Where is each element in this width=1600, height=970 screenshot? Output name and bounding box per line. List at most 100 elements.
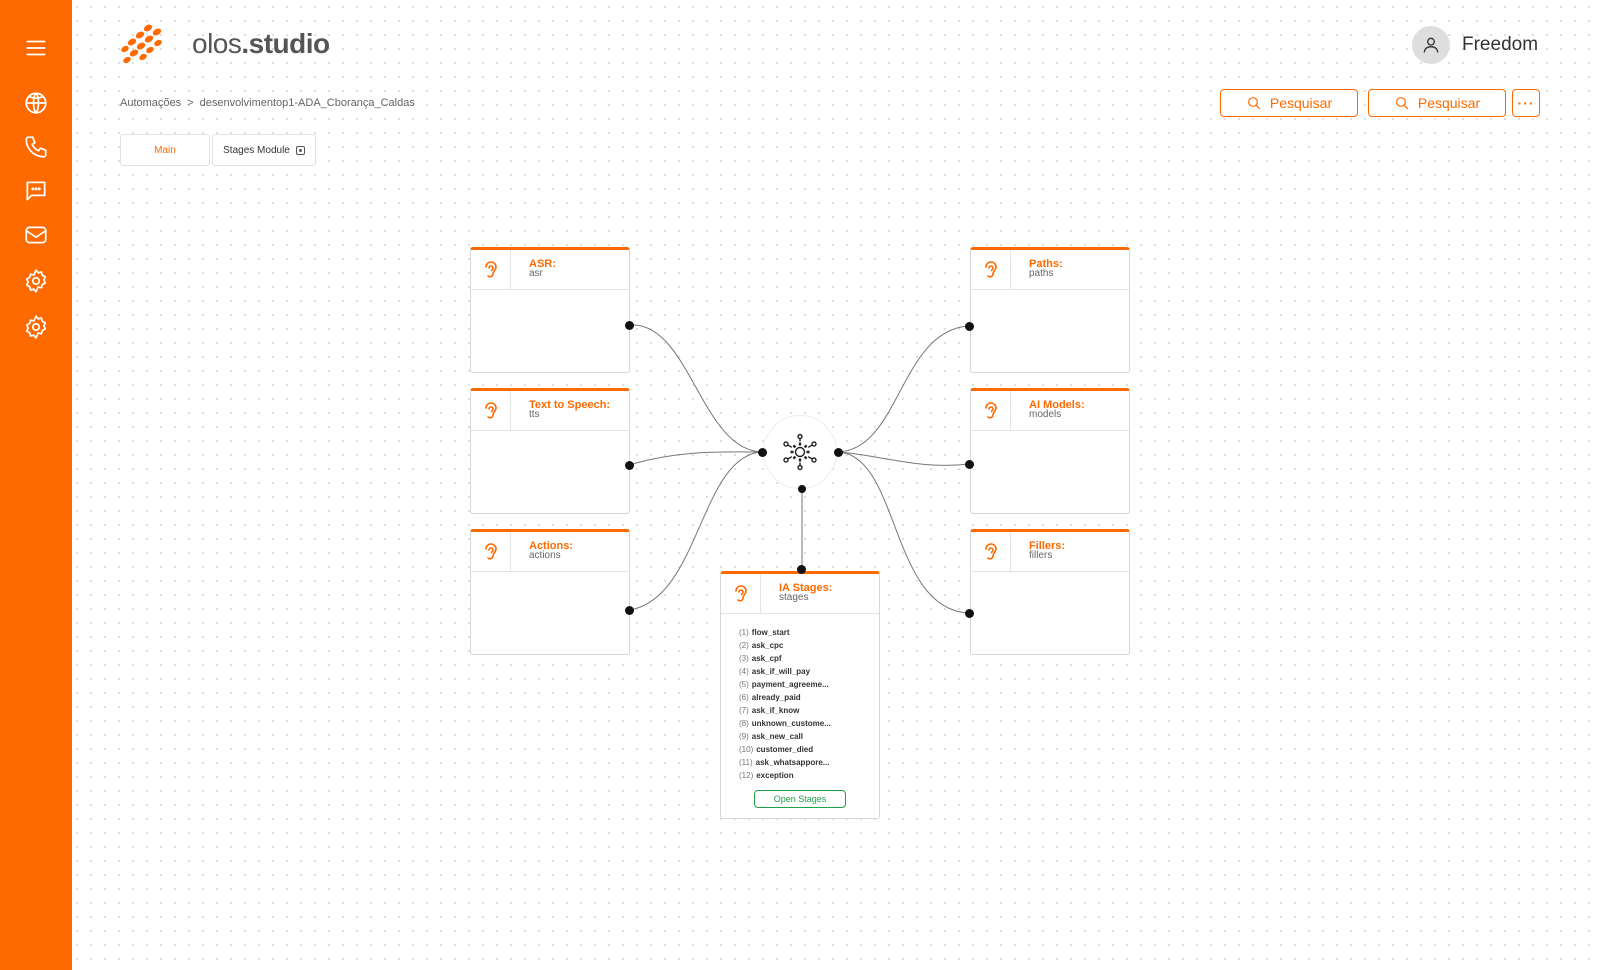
breadcrumb: Automações > desenvolvimentop1-ADA_Cbora…: [120, 97, 415, 109]
node-actions[interactable]: Actions: actions: [470, 529, 630, 655]
port-hub-bottom[interactable]: [798, 485, 806, 493]
node-ai-models[interactable]: AI Models: models: [970, 388, 1130, 514]
port-hub-left[interactable]: [758, 448, 767, 457]
port-tts-output[interactable]: [625, 461, 634, 470]
stage-index: (7): [739, 706, 749, 715]
node-fillers[interactable]: Fillers: fillers: [970, 529, 1130, 655]
node-subtitle: stages: [779, 592, 809, 603]
stage-item[interactable]: (3)ask_cpf: [739, 652, 879, 665]
node-subtitle: tts: [529, 409, 540, 420]
port-asr-output[interactable]: [625, 321, 634, 330]
user-avatar[interactable]: [1412, 26, 1450, 64]
port-stages-input[interactable]: [797, 565, 806, 574]
search-button-2-label: Pesquisar: [1417, 95, 1481, 111]
stage-index: (8): [739, 719, 749, 728]
stage-item[interactable]: (1)flow_start: [739, 626, 879, 639]
node-icon-box: [721, 574, 761, 613]
search-button-2[interactable]: Pesquisar: [1368, 89, 1506, 117]
port-models-input[interactable]: [965, 460, 974, 469]
stage-name: flow_start: [751, 628, 790, 637]
stage-name: ask_new_call: [751, 732, 803, 741]
app-logo-text: olos.studio: [192, 28, 330, 60]
tab-stages-module[interactable]: Stages Module: [212, 134, 316, 166]
search-icon: [1247, 97, 1261, 110]
mail-icon: [25, 226, 47, 244]
stage-name: payment_agreeme...: [751, 680, 829, 689]
search-button-1-label: Pesquisar: [1269, 95, 1333, 111]
node-titles: Fillers: fillers: [1011, 532, 1065, 571]
more-options-button[interactable]: ···: [1512, 89, 1540, 117]
ear-icon: [484, 260, 497, 278]
stage-index: (9): [739, 732, 749, 741]
node-icon-box: [471, 391, 511, 430]
open-stages-button[interactable]: Open Stages: [754, 790, 846, 808]
stage-item[interactable]: (5)payment_agreeme...: [739, 678, 879, 691]
node-subtitle: models: [1029, 409, 1062, 420]
stage-index: (12): [739, 771, 754, 780]
ear-icon: [984, 401, 997, 419]
stage-item[interactable]: (9)ask_new_call: [739, 730, 879, 743]
stage-item[interactable]: (7)ask_if_know: [739, 704, 879, 717]
node-titles: Paths: paths: [1011, 250, 1063, 289]
menu-button[interactable]: [14, 29, 58, 67]
wire-asr: [628, 324, 763, 453]
stage-index: (1): [739, 628, 749, 637]
stage-name: ask_if_know: [751, 706, 800, 715]
logo-suffix: .studio: [241, 28, 330, 59]
stage-item[interactable]: (11)ask_whatsappore...: [739, 756, 879, 769]
node-header: ASR: asr: [471, 250, 629, 290]
sidebar-item-globe[interactable]: [14, 84, 58, 122]
menu-icon: [26, 40, 46, 56]
stage-item[interactable]: (2)ask_cpc: [739, 639, 879, 652]
stage-item[interactable]: (6)already_paid: [739, 691, 879, 704]
stage-list: (1)flow_start(2)ask_cpc(3)ask_cpf(4)ask_…: [721, 614, 879, 782]
stage-name: exception: [756, 771, 794, 780]
node-title: Fillers:: [1029, 540, 1066, 552]
central-hub-node[interactable]: [763, 415, 837, 489]
stage-name: ask_whatsappore...: [755, 758, 830, 767]
user-name[interactable]: Freedom: [1462, 34, 1539, 55]
network-gear-icon: [783, 433, 817, 471]
node-title: ASR:: [529, 258, 556, 270]
stage-item[interactable]: (8)unknown_custome...: [739, 717, 879, 730]
ear-icon: [984, 260, 997, 278]
stage-name: already_paid: [751, 693, 801, 702]
port-actions-output[interactable]: [625, 606, 634, 615]
node-title: IA Stages:: [779, 582, 833, 594]
stage-item[interactable]: (12)exception: [739, 769, 879, 782]
node-titles: Text to Speech: tts: [511, 391, 610, 430]
node-icon-box: [971, 391, 1011, 430]
stage-item[interactable]: (4)ask_if_will_pay: [739, 665, 879, 678]
node-ia-stages[interactable]: IA Stages: stages (1)flow_start(2)ask_cp…: [720, 571, 880, 819]
port-fillers-input[interactable]: [965, 609, 974, 618]
stage-name: ask_cpf: [751, 654, 782, 663]
ear-icon: [484, 401, 497, 419]
node-title: Paths:: [1029, 258, 1063, 270]
more-icon: ···: [1517, 95, 1535, 111]
tab-main[interactable]: Main: [120, 134, 210, 166]
olos-logo-icon: [121, 24, 162, 64]
node-asr[interactable]: ASR: asr: [470, 247, 630, 373]
phone-icon: [25, 136, 47, 158]
stage-name: ask_cpc: [751, 641, 784, 650]
user-icon: [1423, 37, 1439, 53]
stage-name: unknown_custome...: [751, 719, 831, 728]
breadcrumb-root[interactable]: Automações: [120, 97, 182, 109]
port-hub-right[interactable]: [834, 448, 843, 457]
sidebar-item-mail[interactable]: [14, 216, 58, 254]
node-subtitle: paths: [1029, 268, 1054, 279]
node-tts[interactable]: Text to Speech: tts: [470, 388, 630, 514]
sidebar: [0, 0, 72, 970]
search-button-1[interactable]: Pesquisar: [1220, 89, 1358, 117]
sidebar-item-settings-2[interactable]: [14, 308, 58, 346]
sidebar-item-phone[interactable]: [14, 128, 58, 166]
node-paths[interactable]: Paths: paths: [970, 247, 1130, 373]
sidebar-item-settings-1[interactable]: [14, 262, 58, 300]
stage-index: (2): [739, 641, 749, 650]
stage-item[interactable]: (10)customer_died: [739, 743, 879, 756]
stage-name: customer_died: [756, 745, 814, 754]
port-paths-input[interactable]: [965, 322, 974, 331]
node-header: Fillers: fillers: [971, 532, 1129, 572]
sidebar-item-chat[interactable]: [14, 172, 58, 210]
node-header: Paths: paths: [971, 250, 1129, 290]
